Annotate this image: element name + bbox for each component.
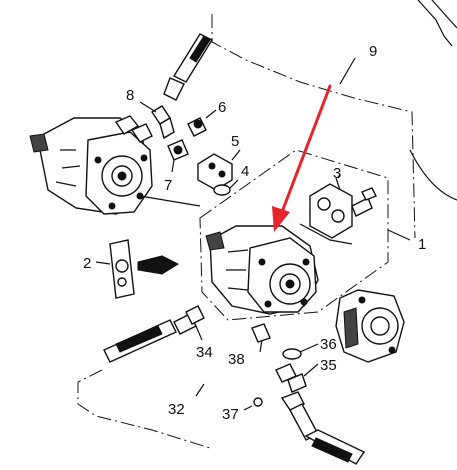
- callout-8: 8: [126, 87, 134, 104]
- assembly-box: [199, 149, 389, 321]
- centre-pump: [205, 225, 319, 315]
- callout-9: 9: [369, 43, 377, 60]
- highlight-arrow: [272, 84, 332, 232]
- callout-35: 35: [320, 357, 337, 374]
- bracket-2: [95, 239, 180, 299]
- callout-2: 2: [83, 255, 91, 272]
- callout-3: 3: [333, 165, 341, 182]
- callout-4: 4: [241, 163, 249, 180]
- leader-1: [387, 229, 411, 241]
- block-5: [197, 149, 241, 191]
- callout-7: 7: [164, 177, 172, 194]
- fitting-35: [275, 363, 319, 393]
- valve-3: [299, 177, 377, 245]
- callout-37: 37: [222, 406, 239, 423]
- left-pump: [29, 115, 201, 215]
- dash-boundary-32: [77, 369, 211, 449]
- bracket-housing: [335, 289, 405, 363]
- callout-32: 32: [168, 401, 185, 418]
- hose-34: [103, 305, 205, 363]
- fitting-8: [139, 101, 175, 140]
- dash-boundary-9: [211, 14, 416, 239]
- callout-6: 6: [218, 99, 226, 116]
- callout-38: 38: [228, 351, 245, 368]
- bolt-38: [251, 323, 271, 353]
- hose-top: [163, 33, 213, 101]
- callout-5: 5: [231, 133, 239, 150]
- callout-34: 34: [196, 344, 213, 361]
- callout-36: 36: [320, 336, 337, 353]
- leader-lines: [195, 57, 356, 397]
- highlight-arrow-head: [272, 206, 290, 232]
- fitting-7: [167, 139, 189, 173]
- callout-1: 1: [418, 236, 426, 253]
- oring-4: [213, 179, 239, 196]
- fitting-6: [187, 109, 217, 137]
- highlight-arrow-shaft: [280, 84, 332, 214]
- ring-36: [282, 343, 319, 360]
- frame-lines: [409, 0, 457, 201]
- hose-bottom: [280, 391, 366, 465]
- part-37: [243, 397, 263, 411]
